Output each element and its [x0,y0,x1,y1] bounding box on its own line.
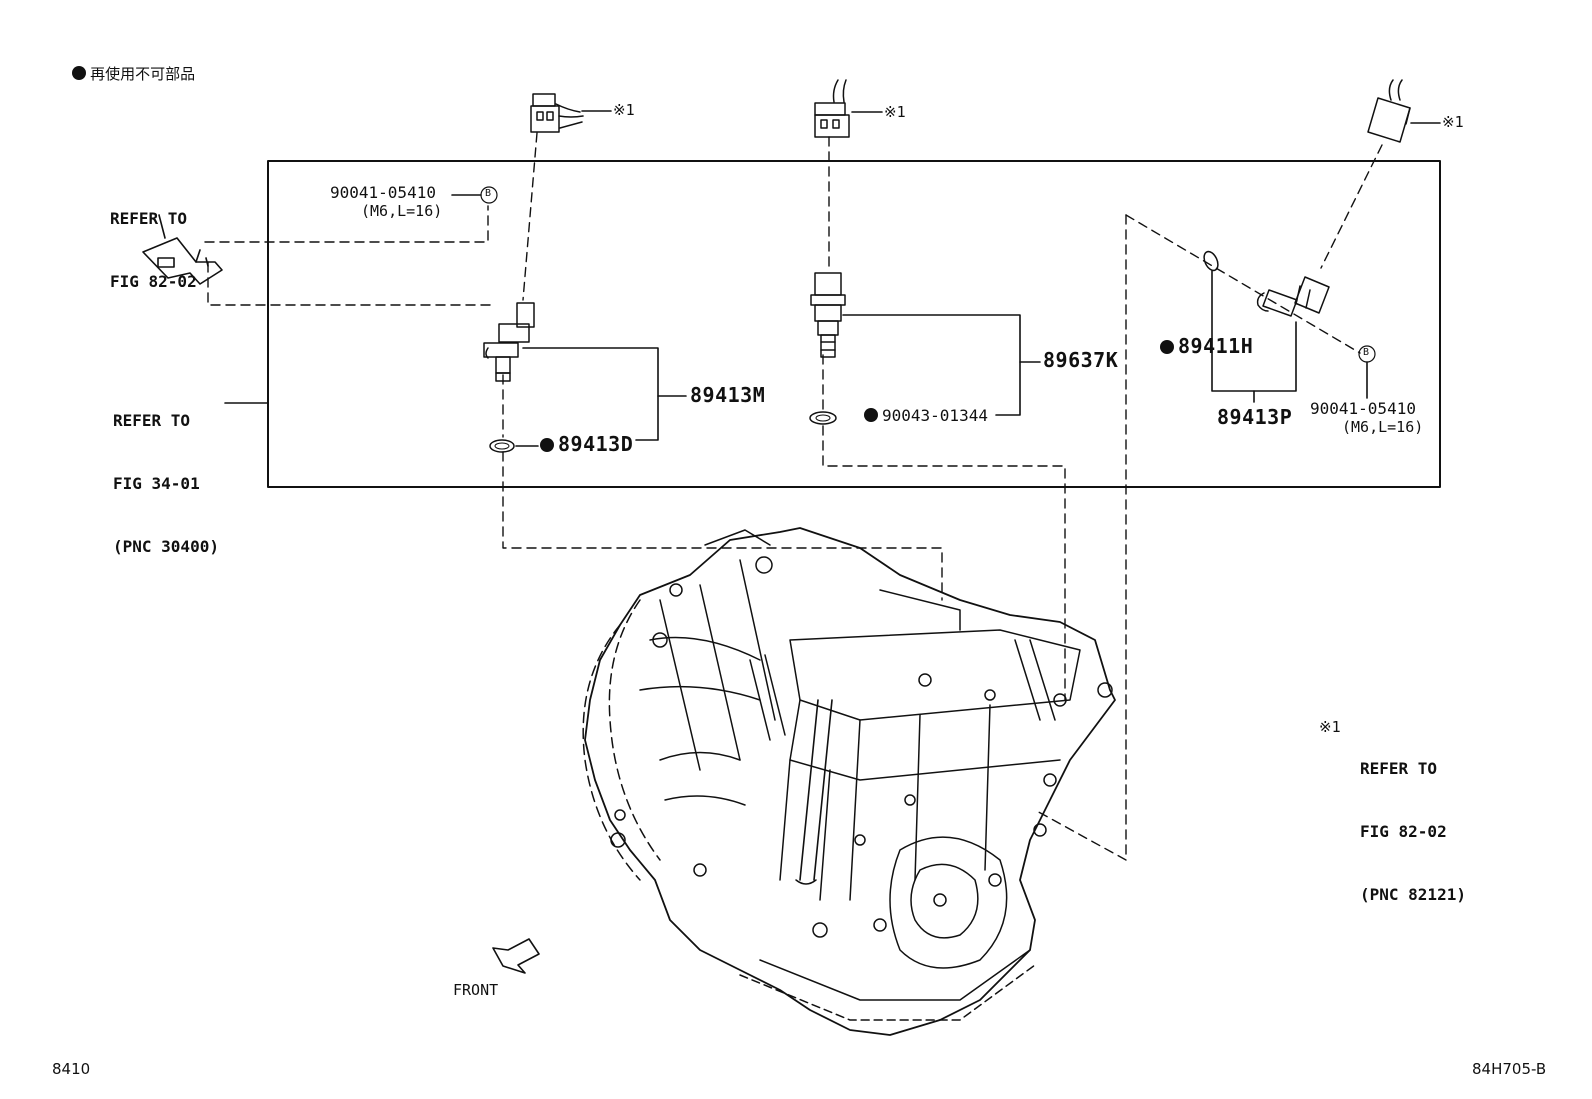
guide-lines [204,132,1383,861]
speed-sensor-2 [1256,276,1330,317]
refer-line-1: REFER TO [113,411,191,430]
speed-sensor-1 [483,302,535,382]
connector-2 [814,79,850,138]
part-89413M[interactable]: 89413M [690,383,766,407]
leader-89413P [1211,270,1297,392]
part-89413D[interactable]: 89413D [540,434,633,454]
part-number: 89413D [558,432,634,456]
bracket [142,214,223,285]
refer-line-1: REFER TO [110,209,188,228]
non-reusable-dot-icon [540,438,554,452]
refer-fig-34-01-link[interactable]: REFER TO FIG 34-01 (PNC 30400) [113,368,219,599]
refer-fig-82-02-pnc-link[interactable]: REFER TO FIG 82-02 (PNC 82121) [1360,716,1466,947]
connector-3 [1367,79,1411,143]
assembly-frame [267,160,1441,488]
refer-line-1: REFER TO [1360,759,1438,778]
page-code-left: 8410 [52,1060,91,1078]
bolt-mark-right-label: B [1363,347,1370,358]
o-ring-1 [489,439,515,453]
bolt-mark-left-label: B [485,188,492,199]
refer-line-2: FIG 82-02 [1360,822,1447,841]
part-number: 90043-01344 [882,406,988,425]
part-number: 89411H [1178,334,1254,358]
legend: 再使用不可部品 [53,51,195,97]
see-note-legend-mark: ※1 [1319,718,1341,736]
legend-text: 再使用不可部品 [90,65,196,83]
figure-code-right: 84H705-B [1472,1060,1547,1078]
refer-line-3: (PNC 30400) [113,537,219,556]
part-90041-05410-left[interactable]: 90041-05410 [330,183,436,202]
front-label: FRONT [453,981,499,999]
part-90041-05410-right[interactable]: 90041-05410 [1310,399,1416,418]
refer-fig-82-02-link[interactable]: REFER TO FIG 82-02 [110,166,197,334]
non-reusable-dot-icon [1160,340,1174,354]
bolt-right-spec: (M6,L=16) [1342,418,1424,436]
refer-line-3: (PNC 82121) [1360,885,1466,904]
leader-89413M [522,347,659,441]
non-reusable-dot-icon [72,66,87,80]
non-reusable-dot-icon [864,408,878,422]
see-note-3: ※1 [1442,113,1464,131]
see-note-2: ※1 [884,103,906,121]
refer-line-2: FIG 34-01 [113,474,200,493]
part-89413P[interactable]: 89413P [1217,405,1293,429]
pressure-switch [810,272,846,358]
bolt-left-spec: (M6,L=16) [361,202,443,220]
refer-line-2: FIG 82-02 [110,272,197,291]
part-89637K[interactable]: 89637K [1043,348,1119,372]
connector-1 [530,93,584,133]
transmission-housing [582,527,1116,1036]
gasket [809,411,837,425]
leader-89637K [842,314,1021,416]
front-arrow [492,938,540,974]
part-90043-01344[interactable]: 90043-01344 [864,408,988,424]
see-note-1: ※1 [613,101,635,119]
o-ring-2 [1203,250,1219,272]
part-89411H[interactable]: 89411H [1160,336,1253,356]
